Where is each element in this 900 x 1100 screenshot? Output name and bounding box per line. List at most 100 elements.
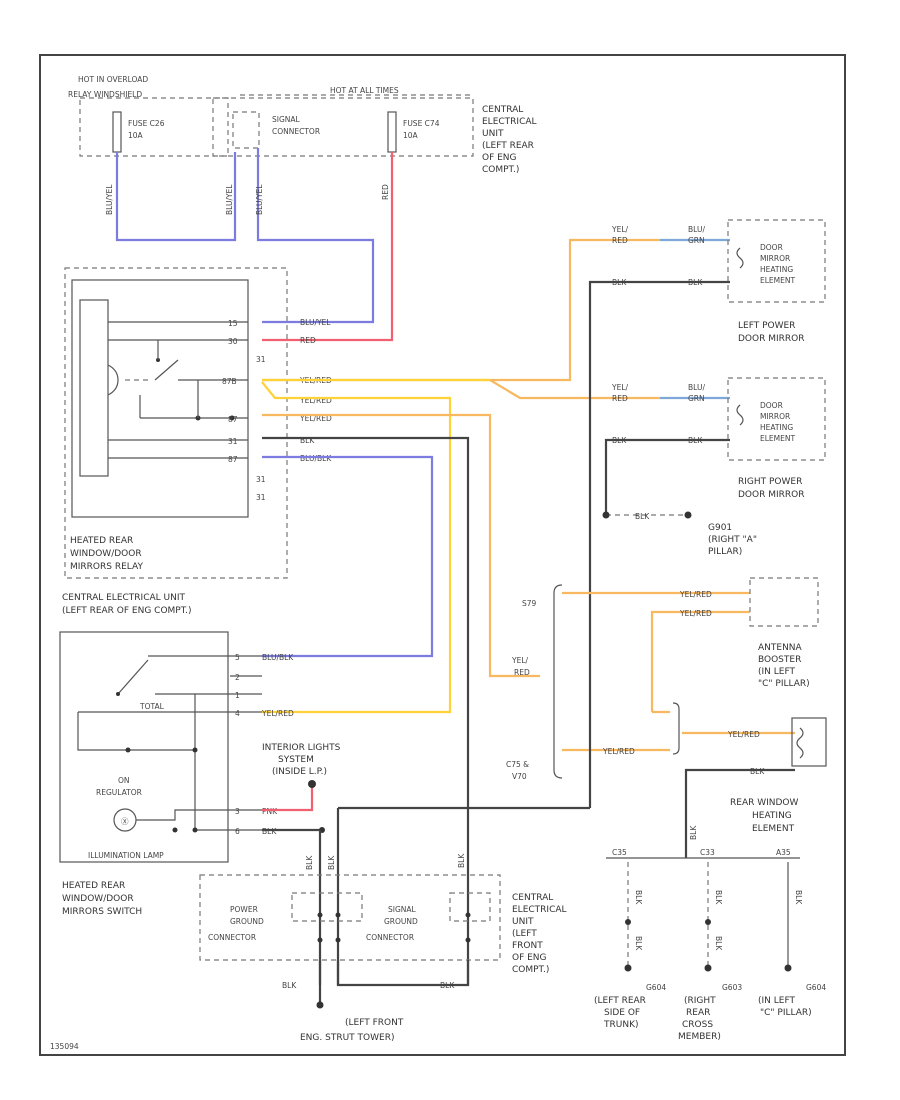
wire-blu-yel-loop	[115, 152, 237, 242]
ceu-front-label-2: ELECTRICAL	[512, 905, 567, 915]
g604-pillar-id: G604	[806, 983, 826, 992]
g604-left-id: G604	[646, 983, 666, 992]
figure-id: 135094	[50, 1042, 79, 1051]
ceu-front-label-4: (LEFT	[512, 929, 537, 939]
switch-total-label: TOTAL	[139, 702, 165, 711]
switch-pin-3: 1	[235, 691, 240, 700]
wire-yel-red-antenna-2	[650, 610, 750, 712]
wire-blu-blk-switch	[262, 455, 434, 658]
rear-wire-top: BLK	[689, 825, 698, 840]
wire-label-top-c: BLU/YEL	[255, 184, 264, 215]
wire-blk-ground	[262, 436, 470, 985]
gc-wire-4: BLK	[282, 981, 297, 990]
antenna-label-4: "C" PILLAR)	[758, 679, 810, 689]
interior-lights-label-3: (INSIDE L.P.)	[272, 767, 327, 777]
gc-wire-5: BLK	[440, 981, 455, 990]
ceu-top-label-3: UNIT	[482, 129, 504, 139]
relay-label-3: MIRRORS RELAY	[70, 562, 143, 572]
switch-label-2: WINDOW/DOOR	[62, 894, 134, 904]
relay-pin-8: 31	[256, 475, 266, 484]
right-mirror-out-2: GRN	[688, 394, 705, 403]
relay-outline	[64, 267, 288, 579]
g603-label-3: CROSS	[682, 1020, 713, 1030]
right-mirror-label-2: DOOR MIRROR	[738, 490, 804, 500]
right-mirror-out-1: BLU/	[688, 383, 705, 392]
left-mirror-element-3: HEATING	[760, 265, 793, 274]
rear-window-label-2: HEATING	[752, 811, 792, 821]
g901-label-3: PILLAR)	[708, 547, 742, 557]
wire-yel-red-right-mirror	[489, 379, 660, 400]
ceu-front-label-7: COMPT.)	[512, 965, 549, 975]
g901-label-2: (RIGHT "A"	[708, 535, 757, 545]
relay-coil	[79, 299, 109, 477]
relay-pin-9: 31	[256, 493, 266, 502]
antenna-label-1: ANTENNA	[758, 643, 803, 653]
rear-window-wire: BLK	[750, 767, 765, 776]
ceu-top-label-2: ELECTRICAL	[482, 117, 537, 127]
switch-wire-1: BLU/BLK	[262, 653, 294, 662]
switch-lamp-icon-glyph: Ⓧ	[121, 817, 129, 826]
rear-splice-2: C33	[700, 848, 715, 857]
ceu-front-label-6: OF ENG	[512, 953, 547, 963]
ceu-front-label-1: CENTRAL	[512, 893, 553, 903]
relay-wire-5: YEL/RED	[299, 414, 332, 423]
splice-label-red: RED	[514, 668, 530, 677]
g901-label-1: G901	[708, 523, 732, 533]
switch-pin-5: 3	[235, 807, 240, 816]
fuse-c74-symbol	[387, 111, 397, 153]
power-ground-3: CONNECTOR	[208, 933, 256, 942]
splice-label-v70: V70	[512, 772, 527, 781]
left-mirror-box	[727, 219, 826, 303]
relay-pin-7: 87	[228, 455, 238, 464]
antenna-label-3: (IN LEFT	[758, 667, 795, 677]
ceu-mid-label-2: (LEFT REAR OF ENG COMPT.)	[62, 606, 192, 616]
relay-wire-4: YEL/RED	[299, 396, 332, 405]
right-mirror-label-1: RIGHT POWER	[738, 477, 802, 487]
relay-pin-6: 31	[228, 437, 238, 446]
fuse-c26-rating: 10A	[128, 131, 144, 140]
left-mirror-out-3: BLK	[688, 278, 703, 287]
signal-connector-label-1: SIGNAL	[272, 115, 301, 124]
switch-pin-2: 2	[235, 673, 240, 682]
right-mirror-in-1: YEL/	[611, 383, 628, 392]
g604-left-label-1: (LEFT REAR	[594, 996, 646, 1006]
right-mirror-element-2: MIRROR	[760, 412, 790, 421]
wire-blk-left-mirror	[588, 280, 730, 700]
relay-pin-2: 30	[228, 337, 238, 346]
left-mirror-in-1: YEL/	[611, 225, 628, 234]
rear-splice-3: A35	[776, 848, 791, 857]
g604-left-ground-icon	[624, 964, 632, 972]
interior-lights-label-1: INTERIOR LIGHTS	[262, 743, 341, 753]
switch-wire-4: BLK	[262, 827, 277, 836]
relay-label-2: WINDOW/DOOR	[70, 549, 142, 559]
switch-pin-1: 5	[235, 653, 240, 662]
relay-wire-7: BLU/BLK	[300, 454, 332, 463]
g604-pillar-label-1: (IN LEFT	[758, 996, 795, 1006]
rear-wire-3: BLK	[794, 890, 803, 905]
ceu-top-label-6: COMPT.)	[482, 165, 519, 175]
relay-switch-arm	[154, 359, 179, 381]
relay-body	[71, 279, 249, 518]
left-mirror-label-2: DOOR MIRROR	[738, 334, 804, 344]
wire-label-top-a: BLU/YEL	[105, 184, 114, 215]
hot-at-all-times-label: HOT AT ALL TIMES	[330, 86, 399, 95]
left-mirror-element-4: ELEMENT	[760, 276, 795, 285]
power-ground-2: GROUND	[230, 917, 264, 926]
rear-wire-2a: BLK	[714, 890, 723, 905]
hot-overload-label-1: HOT IN OVERLOAD	[78, 75, 148, 84]
ceu-top-label-4: (LEFT REAR	[482, 141, 534, 151]
rear-window-label-1: REAR WINDOW	[730, 798, 799, 808]
g604-pillar-ground-icon	[784, 964, 792, 972]
ceu-mid-label-1: CENTRAL ELECTRICAL UNIT	[62, 593, 185, 603]
signal-ground-3: CONNECTOR	[366, 933, 414, 942]
left-mirror-label-1: LEFT POWER	[738, 321, 795, 331]
relay-wire-1: BLU/YEL	[300, 318, 331, 327]
switch-wire-3: PNK	[262, 807, 278, 816]
right-mirror-in-2: RED	[612, 394, 628, 403]
left-mirror-out-2: GRN	[688, 236, 705, 245]
switch-label-3: MIRRORS SWITCH	[62, 907, 142, 917]
right-mirror-element-4: ELEMENT	[760, 434, 795, 443]
relay-pin-5: 87	[228, 415, 238, 424]
gc-wire-2: BLK	[327, 855, 336, 870]
